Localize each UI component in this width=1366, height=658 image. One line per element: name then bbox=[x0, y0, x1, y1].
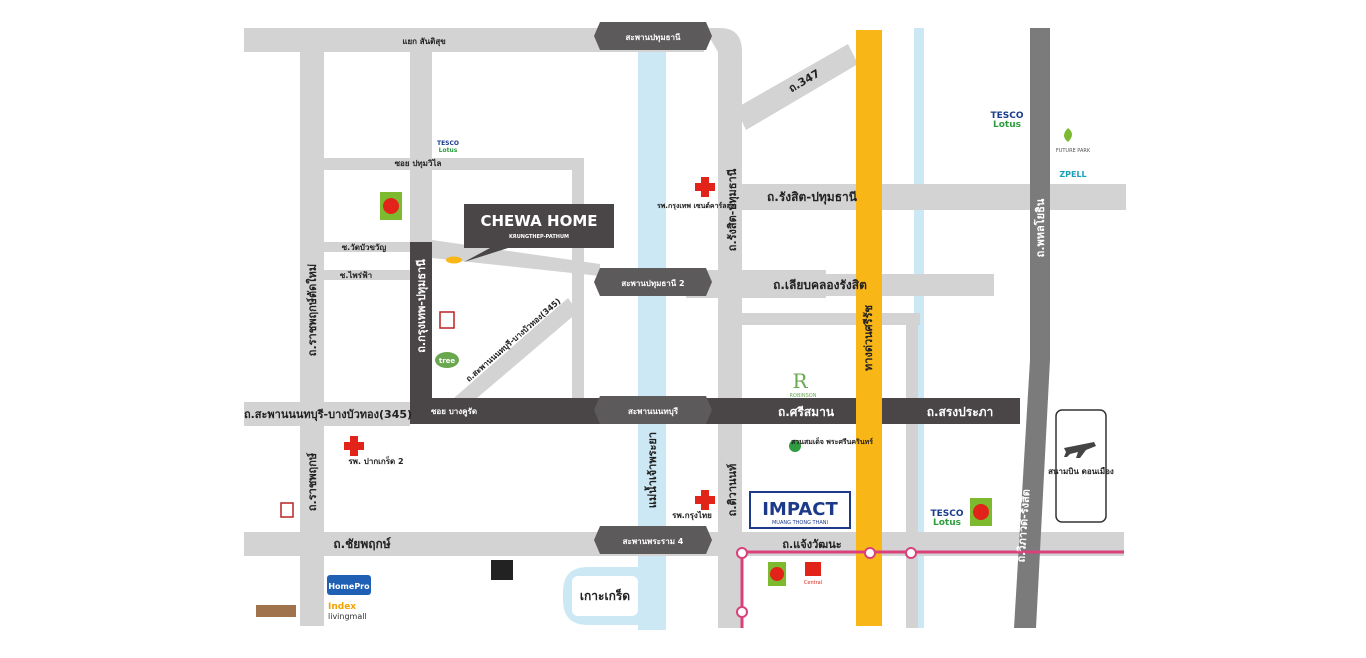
hospital-cross-icon bbox=[695, 490, 715, 510]
svg-text:tree: tree bbox=[439, 357, 456, 365]
label-soi-phraiphar: ซ.ไพร่ฟ้า bbox=[340, 270, 372, 280]
label-ratchaphruek-tatmai: ถ.ราชพฤกษ์ตัดใหม่ bbox=[305, 264, 319, 356]
label-soi-watbuakhwan: ซ.วัดบัวขวัญ bbox=[342, 243, 387, 253]
house-icon bbox=[439, 311, 455, 329]
future-park-logo: FUTURE PARK bbox=[1056, 128, 1091, 154]
tesco-lotus-logo-2: TESCO Lotus bbox=[990, 111, 1023, 130]
svg-text:สะพานพระราม 4: สะพานพระราม 4 bbox=[623, 537, 684, 546]
label-soi-bangkhurat: ซอย บางคูรัด bbox=[431, 407, 477, 417]
label-vibhavadi: ถ.วิภาวดี-รังสิต bbox=[1014, 489, 1032, 563]
svg-text:สวนสมเด็จ พระศรีนครินทร์: สวนสมเด็จ พระศรีนครินทร์ bbox=[791, 437, 873, 446]
svg-text:FUTURE PARK: FUTURE PARK bbox=[1056, 148, 1091, 154]
major-roads bbox=[410, 242, 1020, 424]
svg-text:สะพานนนทบุรี: สะพานนนทบุรี bbox=[628, 406, 679, 417]
svg-text:สนามบิน ดอนเมือง: สนามบิน ดอนเมือง bbox=[1048, 466, 1114, 476]
label-song-prapha: ถ.สรงประภา bbox=[927, 405, 994, 419]
label-soi-pathumwilai: ซอย ปทุมวิไล bbox=[395, 158, 442, 169]
svg-text:MUANG THONG THANI: MUANG THONG THANI bbox=[772, 520, 828, 526]
svg-text:รพ.กรุงไทย: รพ.กรุงไทย bbox=[672, 510, 712, 521]
homepro-logo: HomePro bbox=[327, 575, 371, 595]
svg-text:R: R bbox=[792, 369, 808, 393]
label-koh-kret: เกาะเกร็ด bbox=[580, 588, 630, 603]
robinson-logo: R ROBINSON bbox=[790, 369, 817, 399]
phahonyothin-highway bbox=[1014, 28, 1050, 628]
label-river: แม่น้ำเจ้าพระยา bbox=[644, 432, 659, 508]
project-callout: CHEWA HOME KRUNGTHEP-PATHUM bbox=[446, 204, 614, 264]
impact-logo: IMPACT MUANG THONG THANI bbox=[749, 491, 851, 529]
sirat-expressway bbox=[856, 30, 882, 626]
brand-logo-dark bbox=[491, 560, 513, 580]
label-yaek-sansuk: แยก สันติสุข bbox=[402, 37, 445, 47]
pink-line-rail bbox=[736, 547, 1124, 628]
label-krungthep-pathum: ถ.กรุงเทพ-ปทุมธานี bbox=[415, 259, 429, 353]
bigc-logo-3 bbox=[768, 562, 786, 586]
label-chaeng-watthana: ถ.แจ้งวัฒนะ bbox=[782, 538, 841, 551]
canal bbox=[914, 28, 924, 628]
label-chaiyaphruek: ถ.ชัยพฤกษ์ bbox=[333, 537, 391, 551]
svg-text:ZPELL: ZPELL bbox=[1059, 170, 1086, 179]
brand-logo-brown bbox=[256, 605, 296, 617]
svg-text:HomePro: HomePro bbox=[328, 582, 370, 591]
tesco-lotus-logo-1: TESCO Lotus bbox=[437, 140, 459, 154]
label-liab-khlong: ถ.เลียบคลองรังสิต bbox=[773, 278, 867, 292]
hospital-cross-icon bbox=[344, 436, 364, 456]
label-expressway: ทางด่วนศรีรัช bbox=[862, 305, 875, 371]
label-phahonyothin: ถ.พหลโยธิน bbox=[1033, 198, 1047, 257]
label-nonthaburi-bangbuathong-diag: ถ.สะพานนนทบุรี-บางบัวทอง(345) bbox=[464, 296, 563, 385]
zpell-logo: ZPELL bbox=[1059, 170, 1086, 179]
hospital-krungthai: รพ.กรุงไทย bbox=[672, 490, 715, 521]
label-rangsit-pathumthani-v: ถ.รังสิต-ปทุมธานี bbox=[726, 168, 740, 251]
label-nonthaburi-bangbuathong: ถ.สะพานนนทบุรี-บางบัวทอง(345) bbox=[244, 408, 412, 422]
svg-text:TESCO: TESCO bbox=[437, 140, 459, 147]
svg-text:TESCO: TESCO bbox=[930, 509, 963, 519]
project-marker-icon bbox=[446, 256, 462, 264]
tree-icon bbox=[789, 440, 801, 452]
bridge-pathumthani: สะพานปทุมธานี bbox=[594, 22, 712, 50]
svg-text:รพ. ปากเกร็ด 2: รพ. ปากเกร็ด 2 bbox=[348, 455, 403, 466]
bridge-nonthaburi: สะพานนนทบุรี bbox=[594, 396, 712, 424]
svg-text:TESCO: TESCO bbox=[990, 111, 1023, 121]
svg-text:สะพานปทุมธานี 2: สะพานปทุมธานี 2 bbox=[621, 278, 684, 289]
svg-text:Lotus: Lotus bbox=[933, 518, 961, 528]
svg-text:Lotus: Lotus bbox=[439, 147, 458, 154]
label-rangsit-pathumthani-h: ถ.รังสิต-ปทุมธานี bbox=[767, 190, 858, 205]
airplane-icon bbox=[1064, 442, 1096, 458]
project-tagline: KRUNGTHEP-PATHUM bbox=[509, 234, 569, 240]
svg-text:รพ.กรุงเทพ เซนต์คาร์ลอส: รพ.กรุงเทพ เซนต์คาร์ลอส bbox=[657, 201, 736, 210]
bigc-logo-2 bbox=[970, 498, 992, 526]
hospital-pak-kret: รพ. ปากเกร็ด 2 bbox=[344, 436, 404, 466]
hospital-cross-icon bbox=[695, 177, 715, 197]
label-tiwanon: ถ.ติวานนท์ bbox=[726, 464, 739, 517]
label-ratchaphruek: ถ.ราชพฤกษ์ bbox=[306, 452, 319, 511]
park-sri-nakharin: สวนสมเด็จ พระศรีนครินทร์ bbox=[789, 437, 873, 452]
road-nonthaburi-bangbuathong-west bbox=[244, 402, 410, 426]
tree-logo: tree bbox=[435, 352, 459, 368]
bridge-rama-4: สะพานพระราม 4 bbox=[594, 526, 712, 554]
road-to-project bbox=[432, 240, 600, 276]
project-name: CHEWA HOME bbox=[481, 212, 598, 230]
koh-kret-land bbox=[572, 576, 638, 616]
bridge-pathumthani-2: สะพานปทุมธานี 2 bbox=[594, 268, 712, 296]
index-livingmall-logo: Index livingmall bbox=[328, 602, 367, 621]
hospital-bangkok-central: รพ.กรุงเทพ เซนต์คาร์ลอส bbox=[657, 177, 736, 210]
bigc-logo-1 bbox=[380, 192, 402, 220]
house-icon bbox=[280, 502, 294, 518]
svg-text:Index: Index bbox=[328, 602, 356, 612]
svg-text:ROBINSON: ROBINSON bbox=[790, 393, 817, 399]
don-mueang-airport: สนามบิน ดอนเมือง bbox=[1048, 409, 1114, 523]
central-logo: Central bbox=[804, 562, 822, 586]
tesco-lotus-logo-3: TESCO Lotus bbox=[930, 509, 963, 528]
svg-text:สะพานปทุมธานี: สะพานปทุมธานี bbox=[626, 32, 681, 43]
svg-text:livingmall: livingmall bbox=[328, 612, 367, 621]
svg-text:Central: Central bbox=[804, 580, 822, 586]
svg-text:Lotus: Lotus bbox=[993, 120, 1021, 130]
svg-text:IMPACT: IMPACT bbox=[762, 499, 838, 520]
label-si-saman: ถ.ศรีสมาน bbox=[778, 405, 835, 419]
